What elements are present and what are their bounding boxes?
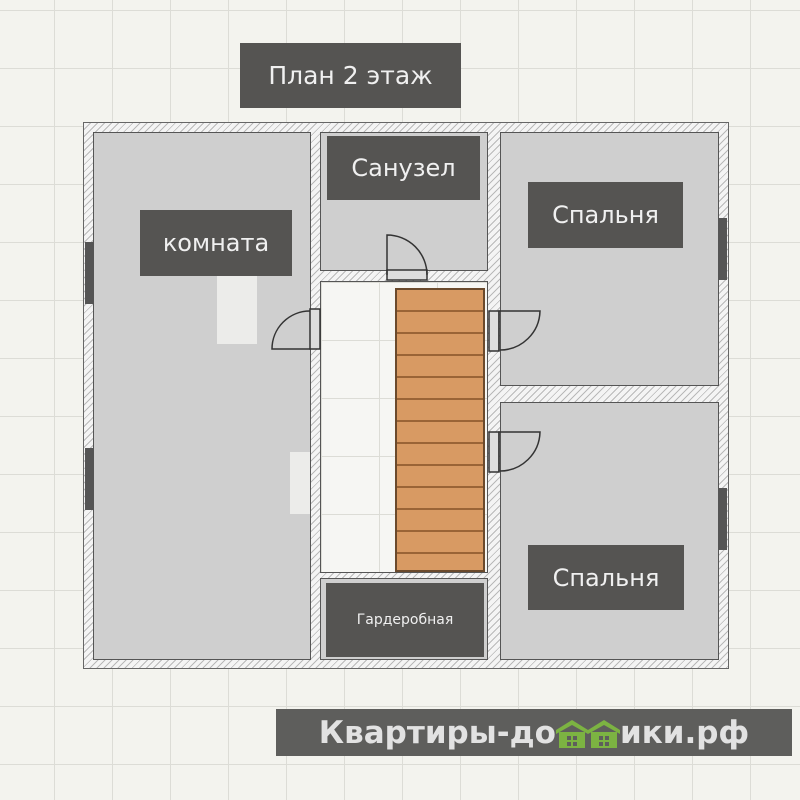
room-bedroom-top bbox=[500, 132, 719, 386]
window bbox=[719, 218, 727, 280]
floor-light-patch bbox=[290, 452, 310, 514]
label-wardrobe: Гардеробная bbox=[326, 583, 484, 657]
label-bedroom-bottom: Спальня bbox=[528, 545, 684, 610]
plan-title: План 2 этаж bbox=[240, 43, 461, 108]
window bbox=[85, 448, 93, 510]
floor-light-patch bbox=[217, 276, 257, 344]
staircase bbox=[395, 288, 485, 572]
room-bedroom-bottom bbox=[500, 402, 719, 660]
label-bathroom: Санузел bbox=[327, 136, 480, 200]
label-bedroom-top: Спальня bbox=[528, 182, 683, 248]
door-bedroom-bottom[interactable] bbox=[488, 431, 541, 473]
door-bathroom[interactable] bbox=[386, 234, 428, 281]
window bbox=[85, 242, 93, 304]
house-logo-icon bbox=[555, 719, 620, 748]
watermark-text-right: ики.рф bbox=[619, 714, 750, 751]
door-komnata[interactable] bbox=[271, 308, 321, 350]
watermark: Квартиры-до ики.рф bbox=[276, 709, 792, 756]
label-komnata: комната bbox=[140, 210, 292, 276]
watermark-text-left: Квартиры-до bbox=[318, 714, 556, 751]
window bbox=[719, 488, 727, 550]
door-bedroom-top[interactable] bbox=[488, 310, 541, 352]
